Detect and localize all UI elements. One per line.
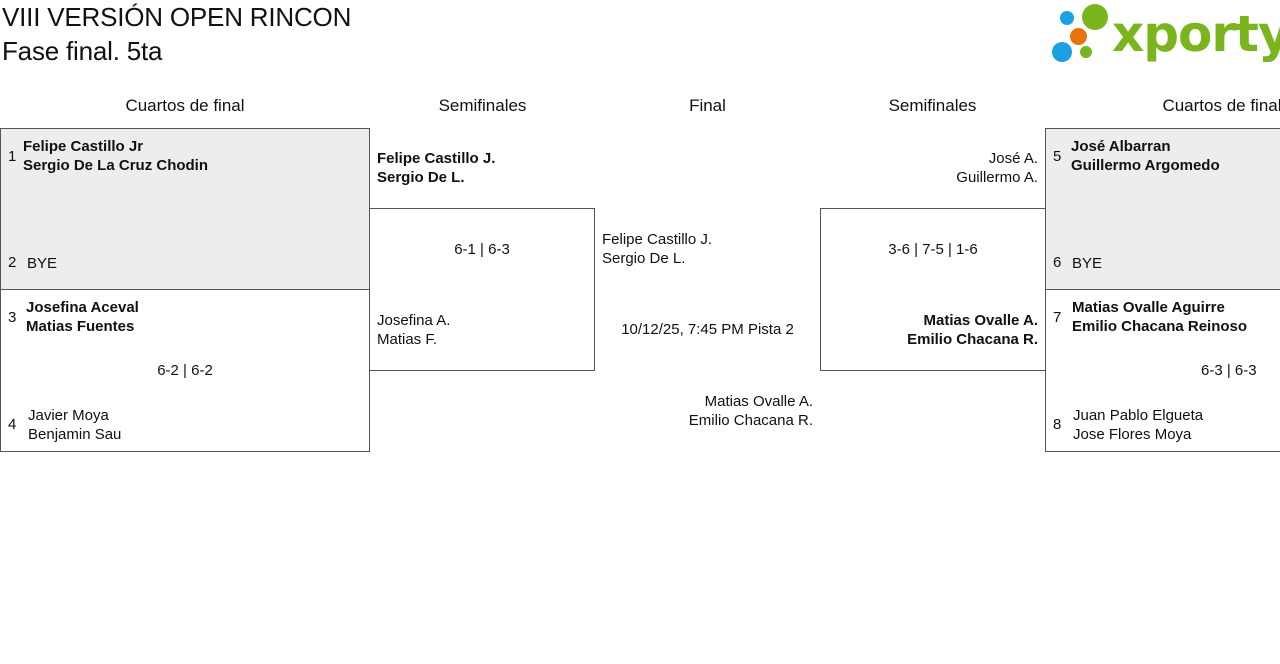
left-qf-match-1[interactable]: 1 Felipe Castillo Jr Sergio De La Cruz C… bbox=[0, 128, 370, 290]
final-team-b: Matias Ovalle A. Emilio Chacana R. bbox=[689, 392, 813, 430]
left-semi-match[interactable]: 6-1 | 6-3 Josefina A. Matias F. bbox=[369, 208, 595, 371]
player-name: Emilio Chacana R. bbox=[907, 331, 1038, 348]
xporty-logo: xporty bbox=[1052, 4, 1280, 66]
column-final: Final bbox=[689, 96, 726, 115]
column-right-quarters: Cuartos de final bbox=[1162, 96, 1280, 115]
match-score: 6-1 | 6-3 bbox=[454, 241, 510, 258]
player-name: Jose Flores Moya bbox=[1073, 426, 1192, 443]
right-semi-match[interactable]: 3-6 | 7-5 | 1-6 Matias Ovalle A. Emilio … bbox=[820, 208, 1046, 371]
seed-number: 4 bbox=[8, 416, 17, 433]
player-name: Benjamin Sau bbox=[28, 426, 122, 443]
left-semi-team-b: Josefina A. Matias F. bbox=[377, 311, 450, 349]
player-name: Josefina A. bbox=[377, 312, 451, 329]
player-name: Javier Moya bbox=[28, 407, 109, 424]
player-name: Sergio De La Cruz Chodin bbox=[23, 157, 209, 174]
logo-dot-green-small bbox=[1080, 46, 1092, 58]
right-semi-team-b: Matias Ovalle A. Emilio Chacana R. bbox=[907, 311, 1038, 349]
player-name: Sergio De L. bbox=[602, 250, 686, 267]
team-names: Matias Ovalle Aguirre Emilio Chacana Rei… bbox=[1072, 298, 1247, 336]
match-score: 6-3 | 6-3 bbox=[1201, 362, 1257, 379]
right-qf-match-2[interactable]: 7 Matias Ovalle Aguirre Emilio Chacana R… bbox=[1045, 289, 1280, 452]
seed-number: 1 bbox=[8, 148, 17, 165]
player-name: Emilio Chacana Reinoso bbox=[1072, 318, 1248, 335]
column-left-quarters: Cuartos de final bbox=[125, 96, 245, 115]
player-name: José A. bbox=[988, 150, 1038, 167]
bye-label: BYE bbox=[27, 255, 58, 272]
player-name: Felipe Castillo Jr bbox=[23, 138, 144, 155]
seed-number: 3 bbox=[8, 309, 17, 326]
player-name: Matias F. bbox=[377, 331, 438, 348]
right-semi-team-a: José A. Guillermo A. bbox=[956, 149, 1038, 187]
tournament-title: VIII VERSIÓN OPEN RINCON bbox=[2, 2, 352, 32]
phase-subtitle: Fase final. 5ta bbox=[2, 36, 163, 66]
player-name: Guillermo A. bbox=[956, 169, 1038, 186]
team-names: Josefina Aceval Matias Fuentes bbox=[26, 298, 139, 336]
left-qf-match-2[interactable]: 3 Josefina Aceval Matias Fuentes 6-2 | 6… bbox=[0, 289, 370, 452]
player-name: Matias Ovalle A. bbox=[923, 312, 1039, 329]
final-team-a: Felipe Castillo J. Sergio De L. bbox=[602, 230, 712, 268]
team-names: Juan Pablo Elgueta Jose Flores Moya bbox=[1073, 406, 1203, 444]
seed-number: 5 bbox=[1053, 148, 1062, 165]
team-names: José Albarran Guillermo Argomedo bbox=[1071, 137, 1220, 175]
logo-dot-blue-top bbox=[1060, 11, 1074, 25]
match-datetime: 10/12/25, 7:45 PM bbox=[621, 321, 744, 338]
bye-label: BYE bbox=[1072, 255, 1103, 272]
team-names: Felipe Castillo Jr Sergio De La Cruz Cho… bbox=[23, 137, 208, 175]
player-name: Felipe Castillo J. bbox=[602, 231, 713, 248]
player-name: Juan Pablo Elgueta bbox=[1073, 407, 1204, 424]
player-name: Matias Ovalle A. bbox=[704, 393, 813, 410]
match-score: 6-2 | 6-2 bbox=[157, 362, 213, 379]
seed-number: 2 bbox=[8, 254, 17, 271]
left-semi-team-a: Felipe Castillo J. Sergio De L. bbox=[377, 149, 495, 187]
player-name: José Albarran bbox=[1071, 138, 1171, 155]
player-name: Matias Ovalle Aguirre bbox=[1072, 299, 1225, 316]
player-name: Guillermo Argomedo bbox=[1071, 157, 1220, 174]
column-right-semis: Semifinales bbox=[888, 96, 977, 115]
logo-dot-orange bbox=[1070, 28, 1087, 45]
right-qf-match-1[interactable]: 5 José Albarran Guillermo Argomedo 6 BYE bbox=[1045, 128, 1280, 290]
match-court: Pista 2 bbox=[747, 321, 794, 338]
final-schedule: 10/12/25, 7:45 PM Pista 2 bbox=[595, 321, 820, 338]
logo-dot-green bbox=[1082, 4, 1108, 30]
match-score: 3-6 | 7-5 | 1-6 bbox=[888, 241, 978, 258]
logo-dot-blue-bottom bbox=[1052, 42, 1072, 62]
player-name: Matias Fuentes bbox=[26, 318, 135, 335]
seed-number: 7 bbox=[1053, 309, 1062, 326]
player-name: Emilio Chacana R. bbox=[688, 412, 813, 429]
player-name: Josefina Aceval bbox=[26, 299, 139, 316]
team-names: Javier Moya Benjamin Sau bbox=[28, 406, 121, 444]
player-name: Sergio De L. bbox=[377, 169, 465, 186]
seed-number: 8 bbox=[1053, 416, 1062, 433]
player-name: Felipe Castillo J. bbox=[377, 150, 496, 167]
column-left-semis: Semifinales bbox=[438, 96, 527, 115]
logo-wordmark: xporty bbox=[1112, 5, 1280, 63]
seed-number: 6 bbox=[1053, 254, 1062, 271]
